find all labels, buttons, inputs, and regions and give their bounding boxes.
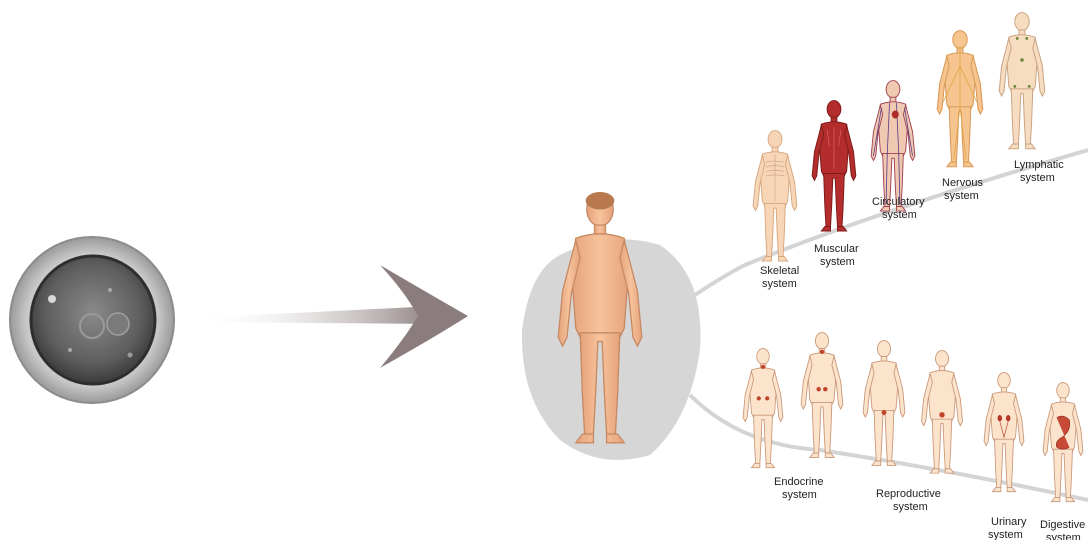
endocrine-figure-male bbox=[743, 349, 783, 468]
svg-text:Digestive: Digestive bbox=[1040, 519, 1085, 531]
circulatory-figure bbox=[871, 81, 915, 212]
label-endocrine: Endocrine system bbox=[774, 476, 824, 501]
label-digestive: Digestive system bbox=[1040, 519, 1085, 540]
zygote-cell bbox=[10, 237, 174, 403]
urinary-figure bbox=[984, 373, 1024, 492]
label-circulatory: Circulatory system bbox=[872, 196, 925, 221]
svg-text:system: system bbox=[820, 256, 855, 268]
muscular-figure bbox=[812, 101, 856, 232]
svg-text:Skeletal: Skeletal bbox=[760, 265, 799, 277]
label-urinary: Urinary system bbox=[988, 516, 1027, 540]
svg-text:system: system bbox=[893, 501, 928, 513]
svg-text:Urinary: Urinary bbox=[991, 516, 1027, 528]
nervous-figure bbox=[937, 31, 983, 167]
svg-text:system: system bbox=[988, 529, 1023, 540]
svg-text:system: system bbox=[762, 278, 797, 290]
svg-text:Reproductive: Reproductive bbox=[876, 488, 941, 500]
svg-text:system: system bbox=[1020, 172, 1055, 184]
svg-text:system: system bbox=[944, 190, 979, 202]
label-reproductive: Reproductive system bbox=[876, 488, 941, 513]
svg-text:Muscular: Muscular bbox=[814, 243, 859, 255]
reproductive-figure-female bbox=[921, 351, 962, 474]
digestive-figure bbox=[1043, 383, 1083, 502]
skeletal-figure bbox=[753, 131, 797, 262]
label-nervous: Nervous system bbox=[942, 177, 983, 202]
reproductive-figure-male bbox=[863, 341, 905, 466]
svg-text:Nervous: Nervous bbox=[942, 177, 983, 189]
development-arrow bbox=[195, 265, 468, 368]
svg-text:Circulatory: Circulatory bbox=[872, 196, 925, 208]
svg-text:Endocrine: Endocrine bbox=[774, 476, 824, 488]
svg-text:system: system bbox=[782, 489, 817, 501]
svg-text:system: system bbox=[1046, 532, 1081, 540]
label-skeletal: Skeletal system bbox=[760, 265, 799, 290]
label-lymphatic: Lymphatic system bbox=[1014, 159, 1064, 184]
endocrine-figure-female bbox=[801, 333, 843, 458]
svg-text:Lymphatic: Lymphatic bbox=[1014, 159, 1064, 171]
label-muscular: Muscular system bbox=[814, 243, 859, 268]
svg-text:system: system bbox=[882, 209, 917, 221]
lymphatic-figure bbox=[999, 13, 1045, 149]
